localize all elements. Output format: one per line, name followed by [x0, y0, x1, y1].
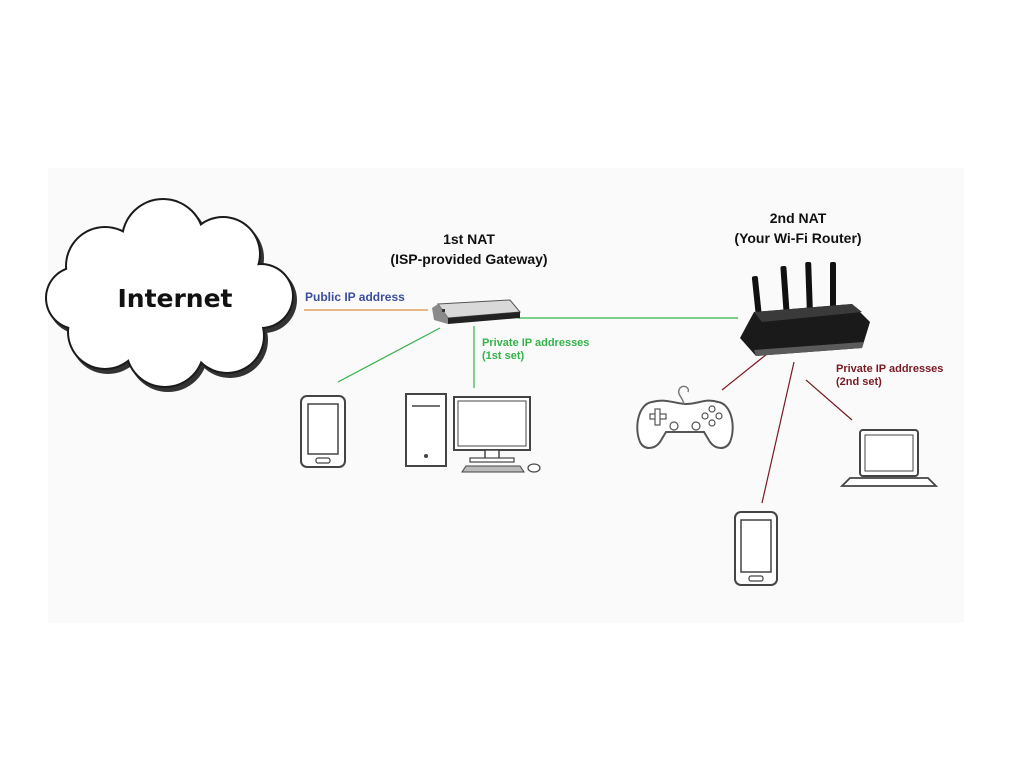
router-phone-link — [761, 361, 795, 504]
cloud-icon — [45, 198, 297, 392]
router-controller-link — [721, 349, 773, 391]
gateway-phone-link — [337, 327, 441, 383]
router-laptop-link — [805, 379, 853, 421]
private-ip-second-set-line1: Private IP addresses — [836, 363, 944, 375]
router-subtitle: (Your Wi-Fi Router) — [734, 230, 862, 246]
smartphone-icon — [734, 511, 778, 586]
private-ip-second-set-line2: (2nd set) — [836, 376, 882, 389]
gateway-title: 1st NAT — [443, 231, 495, 247]
desktop-computer-icon — [405, 393, 541, 473]
private-ip-first-set-label: Private IP addresses (1st set) — [482, 337, 589, 363]
private-ip-first-set-line1: Private IP addresses — [482, 337, 590, 349]
gateway-subtitle: (ISP-provided Gateway) — [390, 251, 548, 267]
private-ip-first-set-line2: (1st set) — [482, 350, 525, 363]
private-ip-second-set-label: Private IP addresses (2nd set) — [836, 363, 943, 389]
gateway-icon — [432, 299, 521, 324]
internet-label: Internet — [117, 284, 233, 313]
laptop-icon — [839, 429, 939, 487]
public-ip-label: Public IP address — [305, 290, 405, 304]
game-controller-icon — [636, 385, 734, 449]
router-title: 2nd NAT — [769, 210, 827, 226]
wifi-router-icon — [740, 261, 870, 356]
smartphone-icon — [300, 395, 346, 468]
